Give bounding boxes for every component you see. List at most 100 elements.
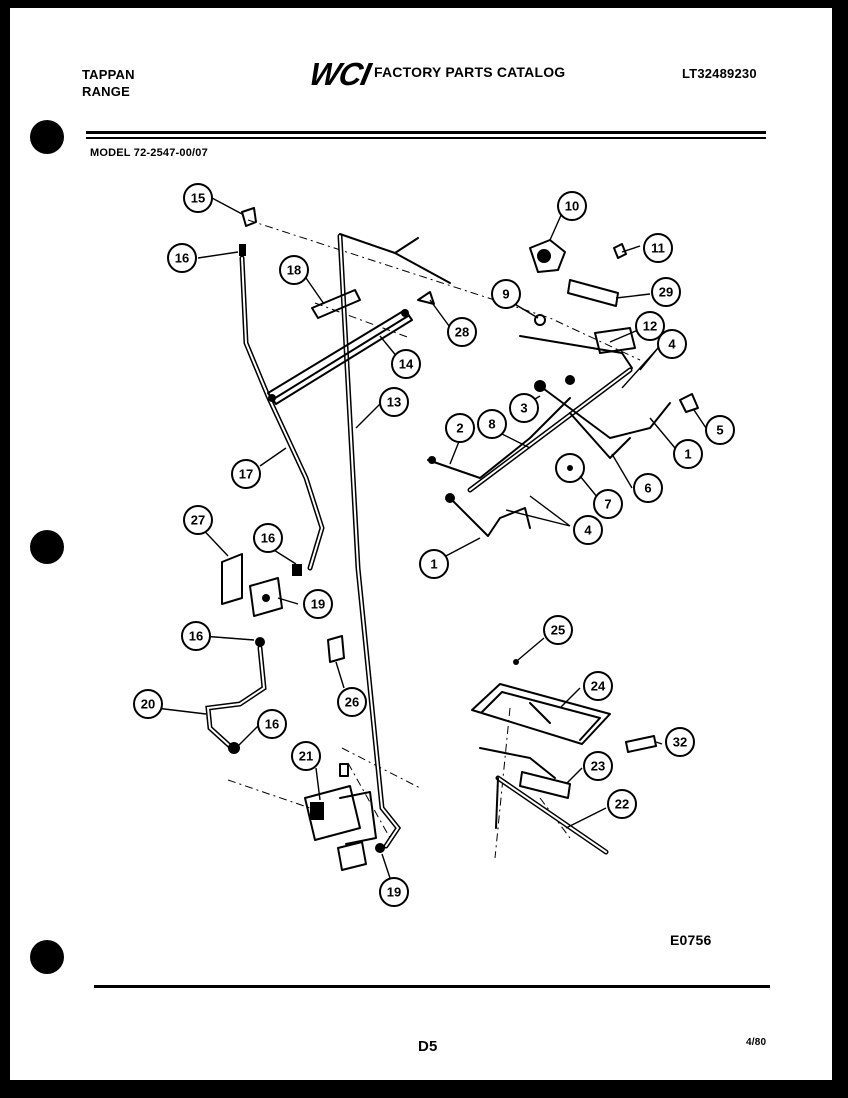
callout-24: 24 — [583, 671, 613, 701]
manifold-assembly — [427, 239, 699, 537]
callout-8: 8 — [477, 409, 507, 439]
svg-text:32: 32 — [673, 735, 687, 750]
callout-3: 3 — [509, 393, 539, 423]
binder-hole-middle — [30, 530, 64, 564]
callout-9: 9 — [491, 279, 521, 309]
svg-text:10: 10 — [565, 199, 579, 214]
svg-text:20: 20 — [141, 697, 155, 712]
callout-4-upper: 4 — [657, 329, 687, 359]
svg-text:28: 28 — [455, 325, 469, 340]
bracket-part-14 — [267, 309, 413, 405]
clip-part-18 — [311, 289, 361, 319]
date-code: 4/80 — [746, 1037, 767, 1048]
svg-text:1: 1 — [430, 557, 437, 572]
svg-text:11: 11 — [651, 241, 665, 256]
svg-text:4: 4 — [668, 337, 676, 352]
svg-text:12: 12 — [643, 319, 657, 334]
callout-28: 28 — [447, 317, 477, 347]
callout-19-upper: 19 — [303, 589, 333, 619]
callout-27: 27 — [183, 505, 213, 535]
svg-text:19: 19 — [387, 885, 401, 900]
callout-6: 6 — [633, 473, 663, 503]
callout-18: 18 — [279, 255, 309, 285]
callout-1-left: 1 — [419, 549, 449, 579]
svg-text:25: 25 — [551, 623, 565, 638]
svg-text:7: 7 — [604, 497, 611, 512]
brand-name: TAPPAN — [82, 67, 135, 82]
svg-text:5: 5 — [716, 423, 723, 438]
svg-text:4: 4 — [584, 523, 592, 538]
svg-text:14: 14 — [399, 357, 414, 372]
svg-text:3: 3 — [520, 401, 527, 416]
lower-left-components — [205, 553, 345, 754]
callout-7: 7 — [593, 489, 623, 519]
svg-text:16: 16 — [265, 717, 279, 732]
header-rule-thin — [86, 137, 766, 139]
svg-text:22: 22 — [615, 797, 629, 812]
burner-parts-bottom-right — [471, 659, 657, 855]
callout-1-right: 1 — [673, 439, 703, 469]
svg-text:1: 1 — [684, 447, 691, 462]
page-code: D5 — [418, 1038, 438, 1055]
svg-text:29: 29 — [659, 285, 673, 300]
exploded-parts-diagram: 15 16 18 10 11 29 9 28 12 4 14 13 3 5 2 … — [133, 183, 735, 907]
product-type: RANGE — [82, 84, 130, 99]
tube-part-17 — [239, 244, 325, 576]
callout-5: 5 — [705, 415, 735, 445]
regulator-part-21 — [304, 763, 385, 871]
callout-23: 23 — [583, 751, 613, 781]
leader-lines — [155, 197, 707, 879]
callout-15: 15 — [183, 183, 213, 213]
callout-32: 32 — [665, 727, 695, 757]
footer-rule — [94, 985, 770, 988]
callout-16-d: 16 — [257, 709, 287, 739]
callout-29: 29 — [651, 277, 681, 307]
svg-text:26: 26 — [345, 695, 359, 710]
svg-text:8: 8 — [488, 417, 495, 432]
clip-part-28 — [417, 291, 435, 305]
callout-19-lower: 19 — [379, 877, 409, 907]
rod-part-13 — [337, 233, 451, 849]
svg-text:2: 2 — [456, 421, 463, 436]
svg-text:15: 15 — [191, 191, 205, 206]
svg-text:9: 9 — [502, 287, 509, 302]
parts-catalog-page: TAPPAN RANGE WCI FACTORY PARTS CATALOG L… — [10, 8, 832, 1080]
callout-2: 2 — [445, 413, 475, 443]
fitting-part-15 — [241, 207, 257, 227]
callout-11: 11 — [643, 233, 673, 263]
model-number: MODEL 72-2547-00/07 — [90, 147, 208, 159]
callout-26: 26 — [337, 687, 367, 717]
svg-text:6: 6 — [644, 481, 651, 496]
callout-20: 20 — [133, 689, 163, 719]
svg-text:13: 13 — [387, 395, 401, 410]
svg-text:23: 23 — [591, 759, 605, 774]
callout-4-lower: 4 — [573, 515, 603, 545]
svg-text:19: 19 — [311, 597, 325, 612]
catalog-number: LT32489230 — [682, 66, 757, 81]
header-rule-thick — [86, 131, 766, 134]
callout-17: 17 — [231, 459, 261, 489]
binder-hole-top — [30, 120, 64, 154]
callout-16: 16 — [167, 243, 197, 273]
svg-text:24: 24 — [591, 679, 606, 694]
svg-text:17: 17 — [239, 467, 253, 482]
svg-text:16: 16 — [175, 251, 189, 266]
catalog-title: FACTORY PARTS CATALOG — [374, 64, 566, 80]
svg-text:18: 18 — [287, 263, 301, 278]
callout-22: 22 — [607, 789, 637, 819]
svg-text:16: 16 — [261, 531, 275, 546]
binder-hole-bottom — [30, 940, 64, 974]
brand-label: TAPPAN RANGE — [82, 66, 135, 100]
callout-12: 12 — [635, 311, 665, 341]
callout-21: 21 — [291, 741, 321, 771]
svg-text:16: 16 — [189, 629, 203, 644]
callout-13: 13 — [379, 387, 409, 417]
callout-16-c: 16 — [181, 621, 211, 651]
callout-16-b: 16 — [253, 523, 283, 553]
svg-text:21: 21 — [299, 749, 313, 764]
diagram-code: E0756 — [670, 932, 712, 948]
callout-25: 25 — [543, 615, 573, 645]
svg-text:27: 27 — [191, 513, 205, 528]
callout-14: 14 — [391, 349, 421, 379]
callout-10: 10 — [557, 191, 587, 221]
